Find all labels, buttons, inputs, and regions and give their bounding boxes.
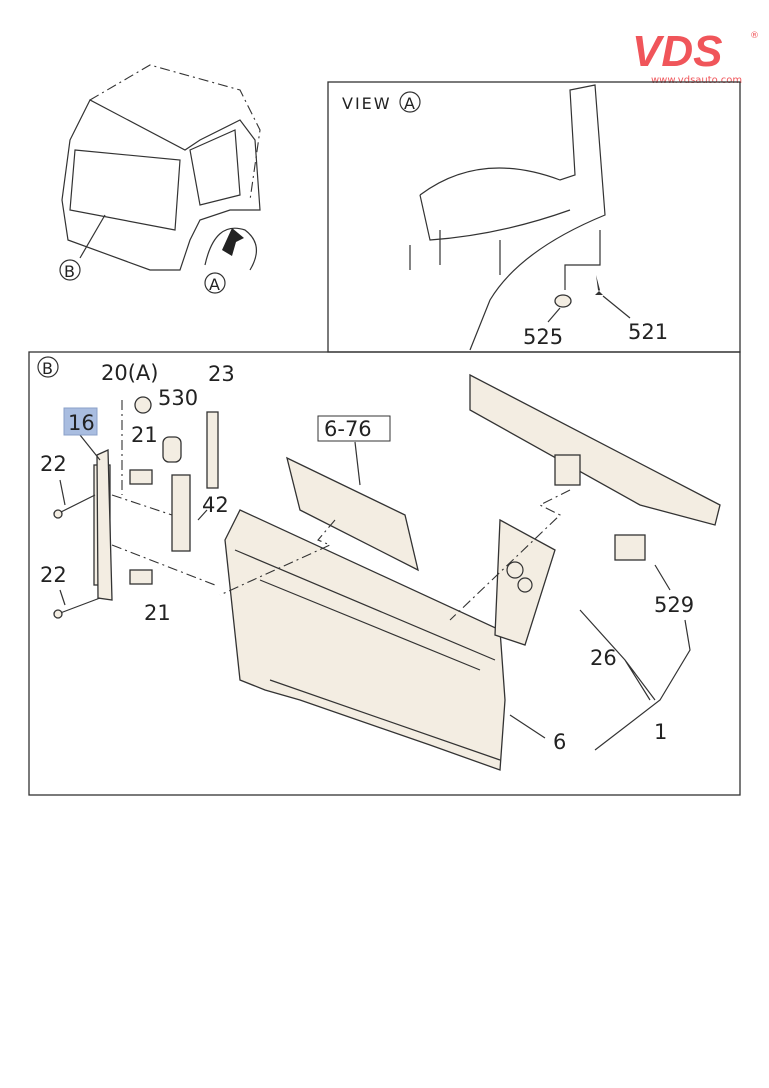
- frame-bracket-right: [614, 534, 646, 561]
- part-21-upper: [129, 469, 153, 485]
- label-22-upper[interactable]: 22: [40, 452, 67, 476]
- label-23[interactable]: 23: [208, 362, 235, 386]
- label-26[interactable]: 26: [590, 646, 617, 670]
- label-21-lower[interactable]: 21: [144, 601, 171, 625]
- label-521: 521: [628, 320, 668, 344]
- label-1[interactable]: 1: [654, 720, 667, 744]
- view-title: VIEW: [342, 94, 392, 113]
- truck-overview: B A: [59, 64, 261, 294]
- label-16[interactable]: 16: [68, 411, 95, 435]
- logo-url: www.vdsauto.com: [651, 75, 742, 86]
- logo-registered: ®: [750, 31, 759, 41]
- part-23-strip: [206, 411, 219, 489]
- part-530-cap: [162, 436, 182, 463]
- part-26-bracket: [494, 518, 556, 646]
- view-a-frame: [327, 81, 741, 353]
- label-525: 525: [523, 325, 563, 349]
- frame-bracket-center: [554, 454, 581, 486]
- callout-b: B: [64, 262, 75, 281]
- view-marker: A: [404, 94, 415, 113]
- part-21-lower: [129, 569, 153, 585]
- part-525-icon: [554, 294, 572, 308]
- label-530: 530: [158, 386, 198, 410]
- part-6-76-panel: [286, 456, 419, 572]
- part-521-icon: [595, 275, 603, 295]
- label-22-lower[interactable]: 22: [40, 563, 67, 587]
- label-529[interactable]: 529: [654, 593, 694, 617]
- part-529-frame: [469, 373, 721, 526]
- detail-b-frame: [28, 351, 741, 796]
- detail-b: B 20(A): [37, 356, 721, 771]
- vds-logo: VDS ® www.vdsauto.com: [632, 27, 759, 86]
- callout-b-circle: [59, 259, 81, 281]
- label-6-76-box: [317, 415, 391, 442]
- callout-a-circle: [204, 272, 226, 294]
- label-21-upper[interactable]: 21: [131, 423, 158, 447]
- detail-marker: B: [42, 359, 53, 378]
- part-20-clip: [134, 396, 152, 414]
- label-20a: 20(A): [101, 361, 158, 385]
- label-42[interactable]: 42: [202, 493, 229, 517]
- part-6-front-panel: [224, 509, 506, 771]
- view-a: VIEW A 525 521: [342, 84, 668, 351]
- callout-a: A: [209, 275, 220, 294]
- part-16-highlight[interactable]: [63, 407, 98, 436]
- label-6-76[interactable]: 6-76: [324, 417, 372, 441]
- logo-text: VDS: [632, 27, 722, 76]
- label-6[interactable]: 6: [553, 730, 566, 754]
- part-42-strip: [171, 474, 191, 552]
